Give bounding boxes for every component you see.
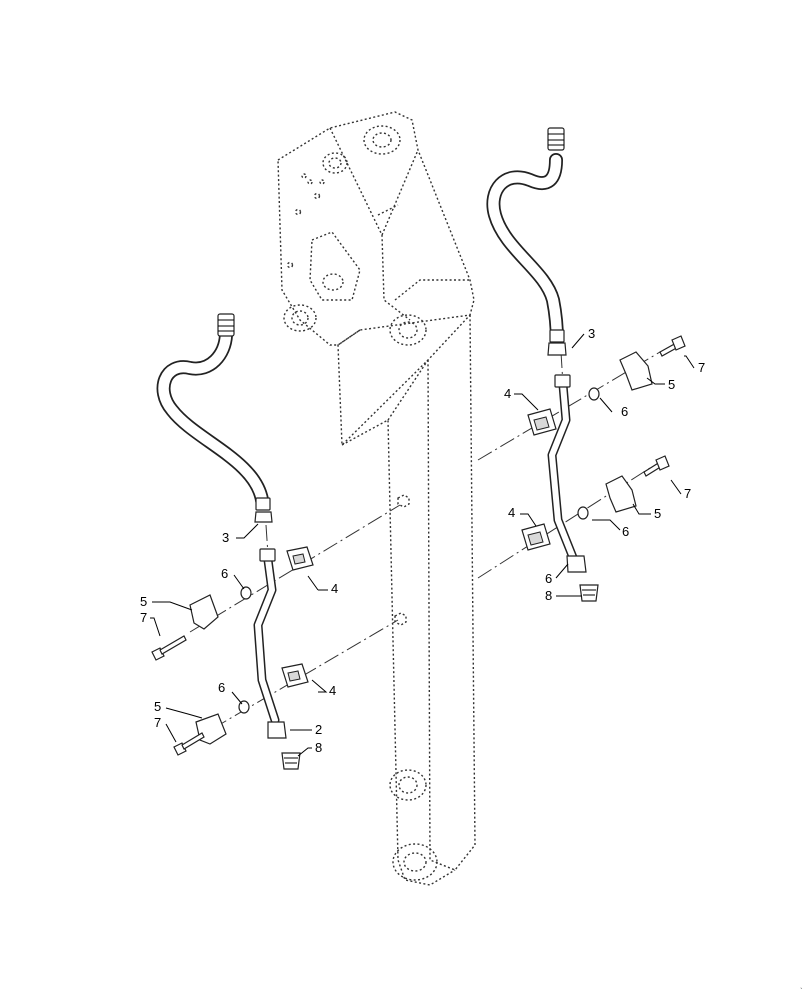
corner-mark: ` [800, 987, 803, 996]
callout-2: 2 [315, 722, 322, 737]
right-hose-assembly [486, 127, 686, 602]
left-bracket-upper [189, 594, 219, 630]
callout-4-left-lower: 4 [329, 683, 336, 698]
callout-3-right: 3 [588, 326, 595, 341]
callout-3-left: 3 [222, 530, 229, 545]
right-spacer-upper [588, 387, 600, 401]
callout-5-right-upper: 5 [668, 377, 675, 392]
left-tube-lower-fitting [267, 721, 287, 739]
callout-4-right-lower: 4 [508, 505, 515, 520]
callout-8-right: 8 [545, 588, 552, 603]
boom-arm-frame [277, 111, 476, 886]
right-clamp-block-upper [527, 408, 557, 436]
callout-4-left-upper: 4 [331, 581, 338, 596]
callout-6-left-lower: 6 [218, 680, 225, 695]
callout-6-left-upper: 6 [221, 566, 228, 581]
left-tube-upper [253, 548, 280, 725]
callout-4-right-upper: 4 [504, 386, 511, 401]
right-hose [486, 127, 565, 349]
callout-5-left-upper: 5 [140, 594, 147, 609]
callout-6-right-lower: 6 [622, 524, 629, 539]
right-spacer-lower [577, 506, 589, 520]
callout-7-left-upper: 7 [140, 610, 147, 625]
right-clamp-block-lower [521, 523, 551, 551]
right-hose-nut [547, 342, 567, 356]
right-plug-fitting [579, 584, 599, 602]
callout-leaders [150, 333, 695, 757]
left-spacer-upper [240, 586, 252, 600]
left-clamp-block-upper [286, 546, 314, 571]
callout-1: 6 [545, 571, 552, 586]
left-hose-nut [254, 511, 273, 523]
right-bolt-lower [643, 455, 670, 477]
right-bracket-upper [619, 351, 653, 391]
left-hose [156, 313, 271, 511]
right-bolt-upper [659, 335, 686, 357]
callout-7-right-lower: 7 [684, 486, 691, 501]
callout-5-right-lower: 5 [654, 506, 661, 521]
callout-8-left: 8 [315, 740, 322, 755]
callout-7-left-lower: 7 [154, 715, 161, 730]
left-plug-fitting [281, 752, 301, 770]
callout-6-right-upper: 6 [621, 404, 628, 419]
left-clamp-block-lower [281, 663, 309, 688]
left-bolt-upper [151, 635, 187, 661]
left-bolt-lower [173, 732, 205, 756]
left-hose-assembly [151, 313, 314, 770]
callout-5-left-lower: 5 [154, 699, 161, 714]
right-tube [547, 374, 579, 565]
right-bracket-lower [605, 475, 637, 513]
callout-labels: 6 2 3 3 4 4 4 4 5 5 5 5 6 6 6 6 7 7 7 7 … [140, 326, 705, 755]
right-tube-lower-fitting [566, 555, 587, 573]
callout-7-right-upper: 7 [698, 360, 705, 375]
